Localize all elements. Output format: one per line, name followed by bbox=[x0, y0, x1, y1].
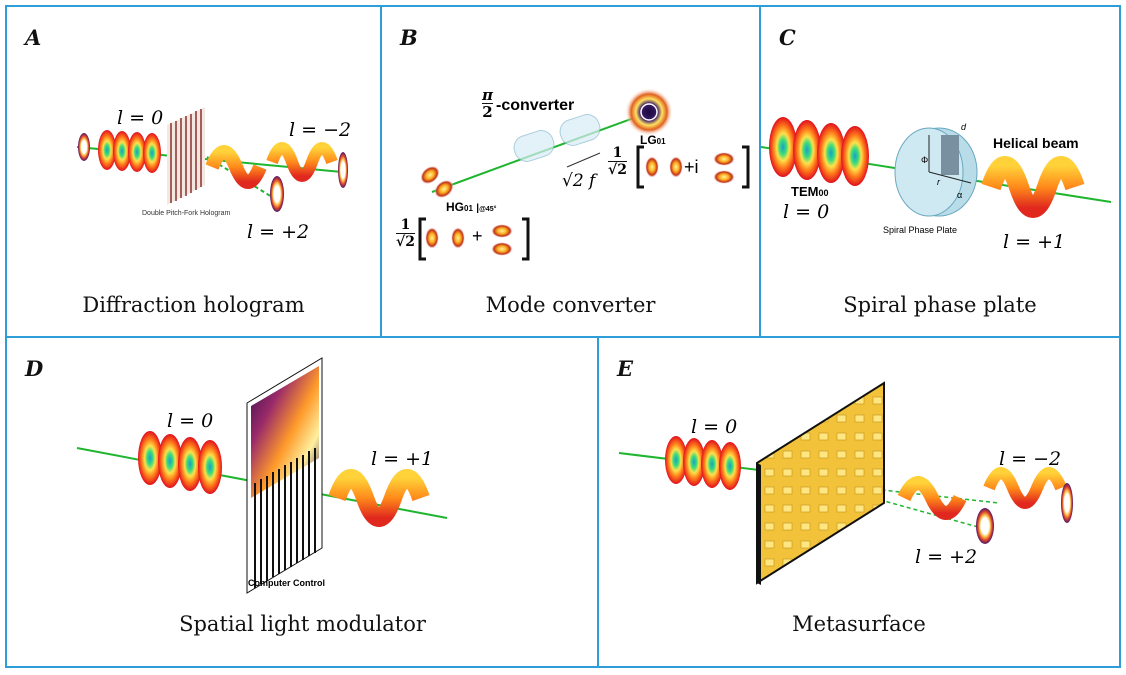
label-lplus2: l = +2 bbox=[247, 221, 310, 243]
helical-beam-label: Helical beam bbox=[993, 135, 1079, 151]
hologram-label: Double Pitch-Fork Hologram bbox=[142, 210, 231, 217]
helical-beam-lminus2 bbox=[983, 467, 1073, 523]
gaussian-beam-rings bbox=[769, 117, 869, 186]
lg-fraction: 1 √2 bbox=[608, 145, 627, 178]
metasurface-panel bbox=[756, 381, 885, 585]
plate-d-label: d bbox=[961, 122, 967, 132]
cylindrical-lenses bbox=[513, 114, 601, 162]
fork-hologram bbox=[167, 107, 205, 205]
helical-beam-lplus2 bbox=[205, 145, 284, 212]
label-l0: l = 0 bbox=[117, 107, 164, 129]
panel-b-illustration bbox=[418, 88, 750, 261]
label-lplus2: l = +2 bbox=[915, 546, 978, 568]
gaussian-beam-rings bbox=[98, 130, 161, 173]
panel-c-illustration bbox=[761, 117, 1112, 218]
panel-c-label: C bbox=[779, 25, 796, 50]
panel-a-caption: Diffraction hologram bbox=[82, 293, 305, 317]
spiral-plate-label: Spiral Phase Plate bbox=[883, 225, 958, 235]
lg-beam-profile bbox=[625, 88, 673, 136]
panel-d-illustration bbox=[76, 357, 448, 594]
distance-label: √2 f bbox=[562, 171, 596, 191]
gaussian-beam-rings bbox=[665, 436, 741, 490]
plus-sign: + bbox=[472, 226, 483, 246]
label-lplus1: l = +1 bbox=[371, 448, 434, 470]
helical-beam-lminus2 bbox=[266, 142, 348, 188]
label-l0: l = 0 bbox=[783, 201, 830, 223]
lg-decomposition bbox=[636, 145, 750, 189]
panel-e-illustration bbox=[618, 381, 1073, 585]
panel-e-caption: Metasurface bbox=[792, 612, 926, 636]
computer-control-label: Computer Control bbox=[248, 578, 325, 588]
label-l0: l = 0 bbox=[167, 410, 214, 432]
plate-phi-label: Φ bbox=[921, 155, 929, 165]
converter-fraction: π 2 bbox=[482, 86, 493, 121]
label-lminus2: l = −2 bbox=[289, 119, 352, 141]
panel-d: D bbox=[5, 336, 600, 668]
panel-b-label: B bbox=[400, 25, 418, 50]
label-lplus1: l = +1 bbox=[1003, 231, 1066, 253]
tem-label: TEM00 bbox=[791, 184, 829, 199]
panel-a-label: A bbox=[25, 25, 42, 50]
panel-c: C bbox=[759, 5, 1121, 338]
label-l0: l = 0 bbox=[691, 416, 738, 438]
spiral-phase-plate bbox=[894, 127, 978, 217]
hg-beam-profile bbox=[420, 165, 454, 199]
converter-label: -converter bbox=[496, 97, 575, 114]
gaussian-beam-rings bbox=[138, 431, 222, 494]
panel-d-label: D bbox=[25, 356, 44, 381]
hg-decomposition bbox=[418, 217, 530, 261]
input-beam-profile bbox=[78, 133, 90, 161]
helical-beam bbox=[981, 156, 1085, 218]
panel-b-caption: Mode converter bbox=[485, 293, 656, 317]
panel-c-caption: Spiral phase plate bbox=[843, 293, 1037, 317]
panel-d-caption: Spatial light modulator bbox=[179, 612, 426, 636]
spatial-light-modulator bbox=[246, 357, 323, 594]
lg-label: LG01 bbox=[640, 133, 666, 147]
hg-label: HG01 |@45° bbox=[446, 200, 497, 214]
plate-alpha-label: α bbox=[957, 190, 963, 200]
panel-e-label: E bbox=[617, 356, 634, 381]
panel-b: B bbox=[380, 5, 761, 338]
panel-e: E bbox=[597, 336, 1121, 668]
plate-r-label: r bbox=[937, 177, 940, 187]
panel-a: A bbox=[5, 5, 382, 338]
helical-beam bbox=[328, 469, 430, 527]
label-lminus2: l = −2 bbox=[999, 448, 1062, 470]
hg-fraction: 1 √2 bbox=[396, 217, 415, 250]
plus-i-sign: +i bbox=[684, 157, 699, 177]
panel-a-illustration bbox=[76, 107, 348, 212]
helical-beam-lplus2 bbox=[897, 476, 994, 544]
